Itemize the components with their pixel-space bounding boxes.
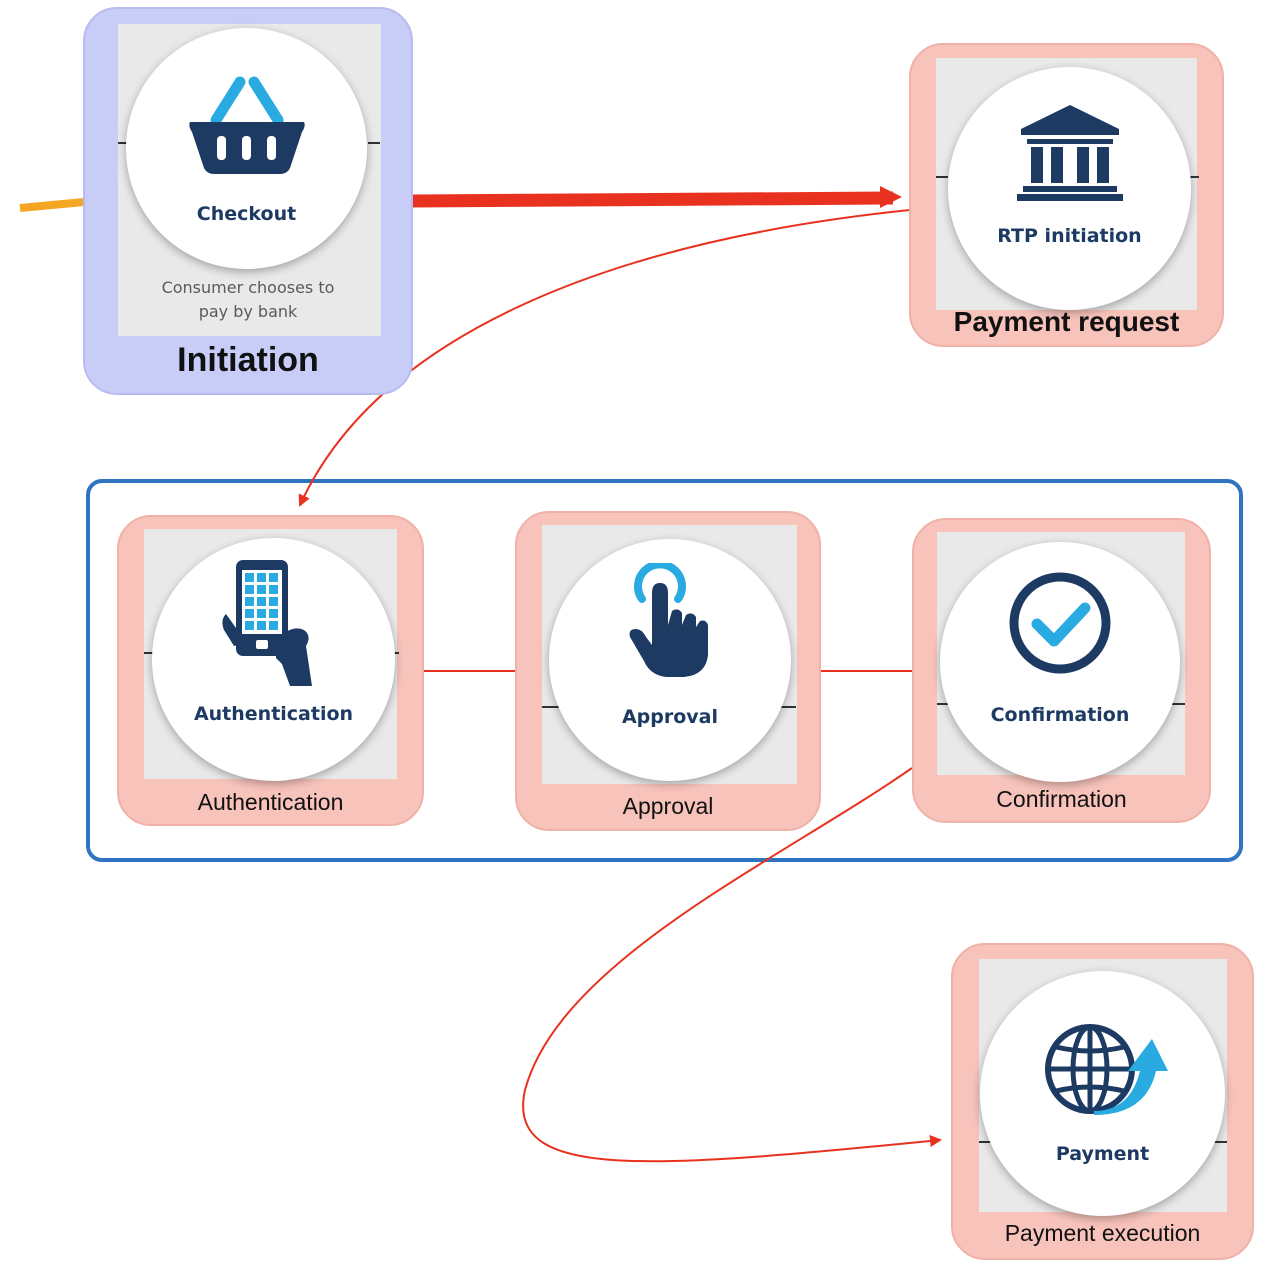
step-label: Authentication [193,703,354,725]
connector-tick-left [937,703,949,705]
check-circle-icon [1009,572,1111,674]
connector-tick-left [936,176,948,178]
node-caption: Payment execution [1004,1220,1201,1246]
step-description-line: Consumer chooses to [161,278,335,297]
connector-tick-right [368,142,380,144]
node-caption: Approval [622,793,714,819]
connector-tick-right [774,706,796,708]
edge-checkout-to-rtp [411,191,894,208]
step-label: Confirmation [990,704,1130,726]
process-group-frame [86,479,1243,862]
step-description: Consumer chooses to pay by bank [85,276,411,324]
edge-checkout-to-rtp-arrowhead [880,186,902,208]
step-circle-approval: Approval [549,539,791,781]
node-caption: Authentication [197,789,344,815]
basket-icon [189,76,305,174]
connector-tick-left [144,652,156,654]
connector-tick-right [1205,1141,1227,1143]
incoming-edge [19,198,85,212]
step-circle-checkout: Checkout [126,28,367,269]
node-authentication[interactable]: Authentication Authentication [117,515,424,826]
step-label: RTP initiation [997,225,1142,247]
step-label: Approval [621,706,719,728]
edge-rtp-to-authentication [298,209,911,507]
node-caption: Initiation [177,341,319,379]
node-confirmation[interactable]: Confirmation Confirmation [912,518,1211,823]
connector-tick-left [118,142,130,144]
tap-finger-icon [629,563,708,677]
smartphone-hand-icon [222,560,312,686]
connector-tick-right [1170,703,1185,705]
node-caption: Payment request [953,306,1180,337]
step-circle-payment: Payment [980,971,1225,1216]
node-payment-request[interactable]: RTP initiation Payment request [909,43,1224,347]
edge-confirmation-to-payment [522,767,942,1163]
globe-arrow-icon [1045,1024,1168,1115]
step-label: Payment [1055,1143,1150,1165]
node-payment-execution[interactable]: Payment Payment execution [951,943,1254,1260]
step-circle-authentication: Authentication [152,538,395,781]
step-description-line: pay by bank [198,302,298,321]
node-approval[interactable]: Approval Approval [515,511,821,831]
bank-icon [1017,105,1123,201]
connector-tick-right [1187,176,1199,178]
step-circle-confirmation: Confirmation [940,542,1180,782]
step-circle-rtp: RTP initiation [948,67,1191,310]
node-caption: Confirmation [996,786,1127,812]
step-label: Checkout [196,203,297,225]
node-initiation[interactable]: Checkout Consumer chooses to pay by bank… [83,7,413,395]
connector-tick-left [542,706,564,708]
